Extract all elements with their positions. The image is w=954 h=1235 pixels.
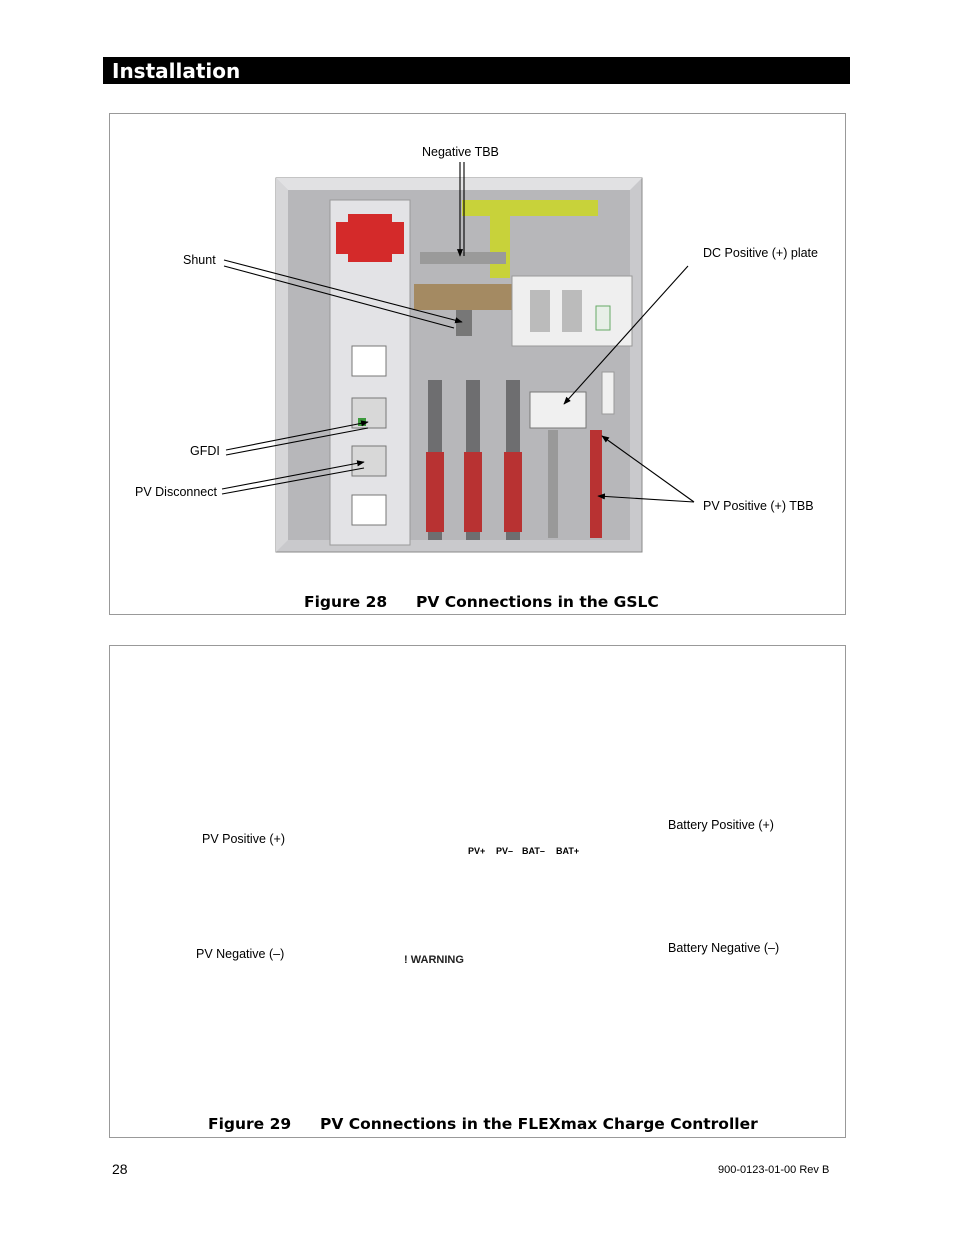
document-id: 900-0123-01-00 Rev B: [718, 1164, 830, 1176]
callout-pv-disconnect: PV Disconnect: [135, 485, 217, 499]
terminal-label-pv-plus: PV+: [466, 846, 488, 856]
section-title: Installation: [112, 59, 241, 83]
terminal-label-bat-plus: BAT+: [554, 846, 582, 856]
callout-negative-tbb: Negative TBB: [422, 145, 499, 159]
section-header-bar: Installation: [103, 57, 850, 84]
pv-positive-tbb-leader-1: [601, 435, 695, 503]
gslc-enclosure-image: [275, 177, 643, 553]
callout-pv-positive-tbb: PV Positive (+) TBB: [703, 499, 814, 513]
warning-label: ! WARNING: [404, 954, 464, 966]
callout-pv-negative: PV Negative (–): [196, 947, 285, 961]
callout-battery-positive: Battery Positive (+): [668, 818, 774, 832]
terminal-label-pv-minus: PV–: [494, 846, 516, 856]
figure-28-title: PV Connections in the GSLC: [416, 593, 659, 611]
callout-dc-positive-plate: DC Positive (+) plate: [703, 246, 818, 260]
callout-pv-positive: PV Positive (+): [202, 832, 286, 846]
figure-28-number: Figure 28: [304, 593, 388, 611]
dc-positive-plate-leader: [563, 265, 689, 405]
shunt-leader: [223, 259, 463, 324]
callout-gfdi: GFDI: [190, 444, 220, 458]
page-number: 28: [112, 1161, 128, 1177]
gfdi-leader: [225, 420, 369, 451]
terminal-label-bat-minus: BAT–: [520, 846, 547, 856]
pv-disconnect-leader: [221, 460, 365, 490]
callout-shunt: Shunt: [183, 253, 216, 267]
figure-29-number: Figure 29: [208, 1115, 292, 1133]
pv-positive-tbb-leader-2: [597, 493, 695, 503]
callout-battery-negative: Battery Negative (–): [668, 941, 780, 955]
figure-29-frame: [109, 645, 846, 1138]
figure-29-title: PV Connections in the FLEXmax Charge Con…: [320, 1115, 758, 1133]
